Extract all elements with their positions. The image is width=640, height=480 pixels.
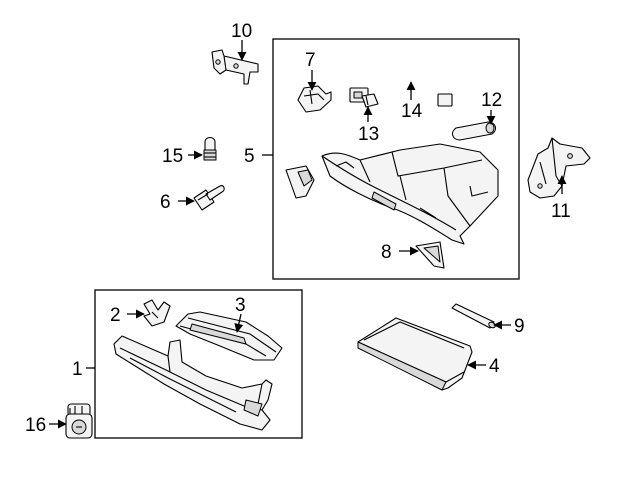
part-4-glove-box-shelf: [357, 317, 473, 391]
trim-piece: [285, 165, 315, 199]
glove-box-bin: [321, 143, 499, 245]
callout-8: 8: [381, 242, 392, 263]
part-2-door-clip: [143, 299, 171, 327]
part-10-mounting-bracket: [211, 49, 259, 85]
callout-5: 5: [244, 146, 255, 167]
part-11-support-bracket: [527, 137, 591, 199]
callout-3-leader: [234, 313, 244, 333]
callout-16: 16: [25, 415, 46, 436]
callout-12: 12: [481, 90, 502, 111]
part-14-wire-harness: [349, 68, 453, 107]
callout-9: 9: [514, 316, 525, 337]
callout-4: 4: [489, 356, 500, 377]
callout-14: 14: [401, 101, 423, 122]
part-13-lamp-switch: [361, 93, 379, 108]
part-1-glove-box-door: [113, 335, 273, 431]
part-12-lamp-housing: [451, 121, 497, 141]
part-6-bumper-stop: [193, 185, 225, 211]
callout-10: 10: [231, 21, 252, 42]
group-box-upper: [272, 38, 520, 280]
part-16-lock-cylinder: [65, 403, 93, 439]
callout-7: 7: [305, 50, 316, 71]
callout-3: 3: [235, 295, 246, 316]
part-8-stop-bracket: [415, 241, 445, 269]
group-box-lower: [94, 289, 303, 439]
callout-1: 1: [72, 359, 83, 380]
callout-11: 11: [551, 201, 571, 222]
callout-6: 6: [160, 192, 171, 213]
callout-15: 15: [162, 146, 183, 167]
callout-2: 2: [110, 305, 121, 326]
part-3-door-inner-liner: [175, 311, 283, 361]
part-9-hinge-pin: [451, 303, 496, 329]
callout-13: 13: [358, 124, 379, 145]
part-15-bulb: [203, 136, 217, 161]
part-7-striker-bracket: [297, 85, 332, 113]
